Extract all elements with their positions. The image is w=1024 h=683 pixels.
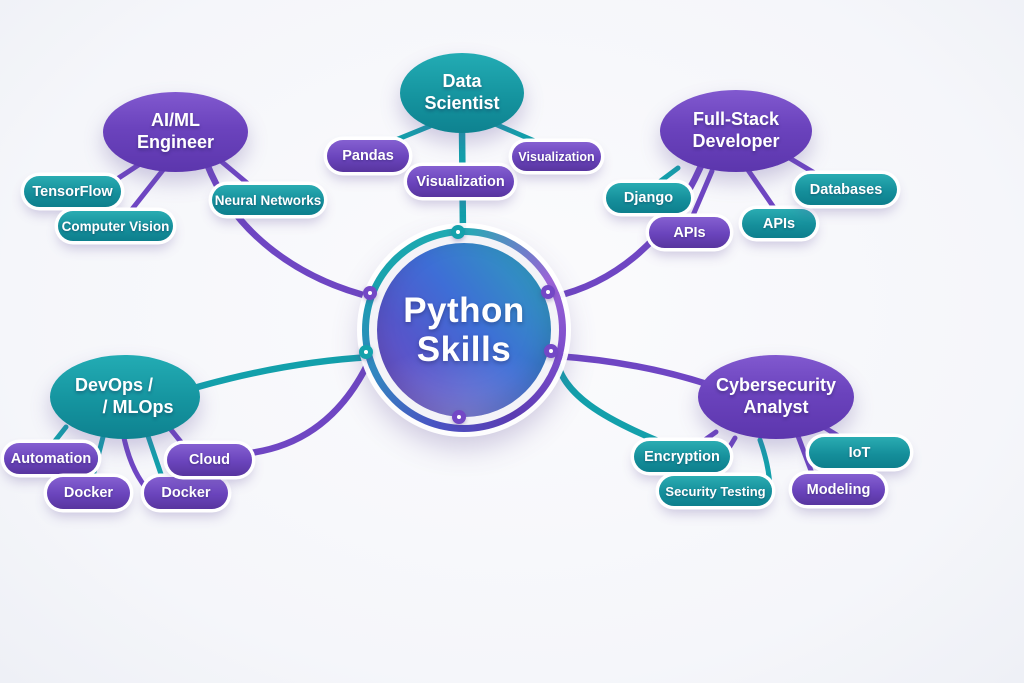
skill-pill-automation: Automation <box>4 443 98 474</box>
skill-pill-security-testing: Security Testing <box>659 476 772 506</box>
skill-pill-apis-purple: APIs <box>649 217 730 248</box>
edge-fullstack-apis1 <box>688 168 715 223</box>
hub-node-left-lower <box>359 345 373 359</box>
hub-node-top <box>451 225 465 239</box>
skill-pill-apis-teal: APIs <box>742 209 816 238</box>
branch-label: Cybersecurity <box>715 375 837 396</box>
hub-label-line1: Python <box>403 290 525 330</box>
branch-cybersecurity-analyst: Cybersecurity Analyst <box>698 355 854 439</box>
skill-pill-cloud: Cloud <box>167 444 252 476</box>
skill-pill-visualization-center: Visualization <box>407 166 514 197</box>
branch-label: Full-Stack <box>692 109 780 130</box>
skill-pill-computer-vision: Computer Vision <box>58 211 173 241</box>
hub-node-left-upper <box>363 286 377 300</box>
skill-pill-modeling: Modeling <box>792 474 885 505</box>
edge-devops-docker2b <box>145 433 166 483</box>
branch-label: Data <box>442 71 482 92</box>
hub-node-right-upper <box>541 285 555 299</box>
skill-pill-encryption: Encryption <box>634 441 730 472</box>
branch-label: Engineer <box>136 132 215 152</box>
branch-devops-mlops: DevOps / / MLOps <box>50 355 200 439</box>
skill-pill-visualization-right: Visualization <box>512 142 601 171</box>
branch-label: AI/ML <box>151 110 200 131</box>
hub-node-bottom <box>452 410 466 424</box>
edge-fullstack-apis2 <box>745 167 780 215</box>
hub-label-line2: Skills <box>416 330 512 369</box>
branch-label: Developer <box>692 131 780 151</box>
branch-fullstack-developer: Full-Stack Developer <box>660 90 812 172</box>
branch-label: DevOps / <box>74 375 154 396</box>
skill-pill-django: Django <box>606 183 691 213</box>
skill-pill-docker-left: Docker <box>47 477 130 509</box>
hub-ring: Python Skills <box>362 228 566 432</box>
edge-hub-encryption <box>552 352 662 445</box>
hub-python-skills: Python Skills <box>377 243 551 417</box>
branch-aiml-engineer: AI/ML Engineer <box>103 92 248 172</box>
skill-pill-neural-networks: Neural Networks <box>212 185 324 215</box>
branch-label: / MLOps <box>102 397 174 417</box>
skill-pill-docker-right: Docker <box>144 477 228 509</box>
skill-pill-databases: Databases <box>795 174 897 205</box>
branch-label: Analyst <box>743 397 809 417</box>
hub-node-right-lower <box>544 344 558 358</box>
skill-pill-pandas: Pandas <box>327 140 409 172</box>
edge-hub-cyber <box>552 352 714 389</box>
branch-label: Scientist <box>424 93 500 113</box>
edge-hub-cloud <box>246 353 375 457</box>
branch-data-scientist: Data Scientist <box>400 53 524 133</box>
edge-hub-devops <box>190 353 375 392</box>
skill-pill-iot: IoT <box>809 437 910 468</box>
skill-pill-tensorflow: TensorFlow <box>24 176 121 207</box>
edge-aiml-computervision <box>126 167 166 216</box>
